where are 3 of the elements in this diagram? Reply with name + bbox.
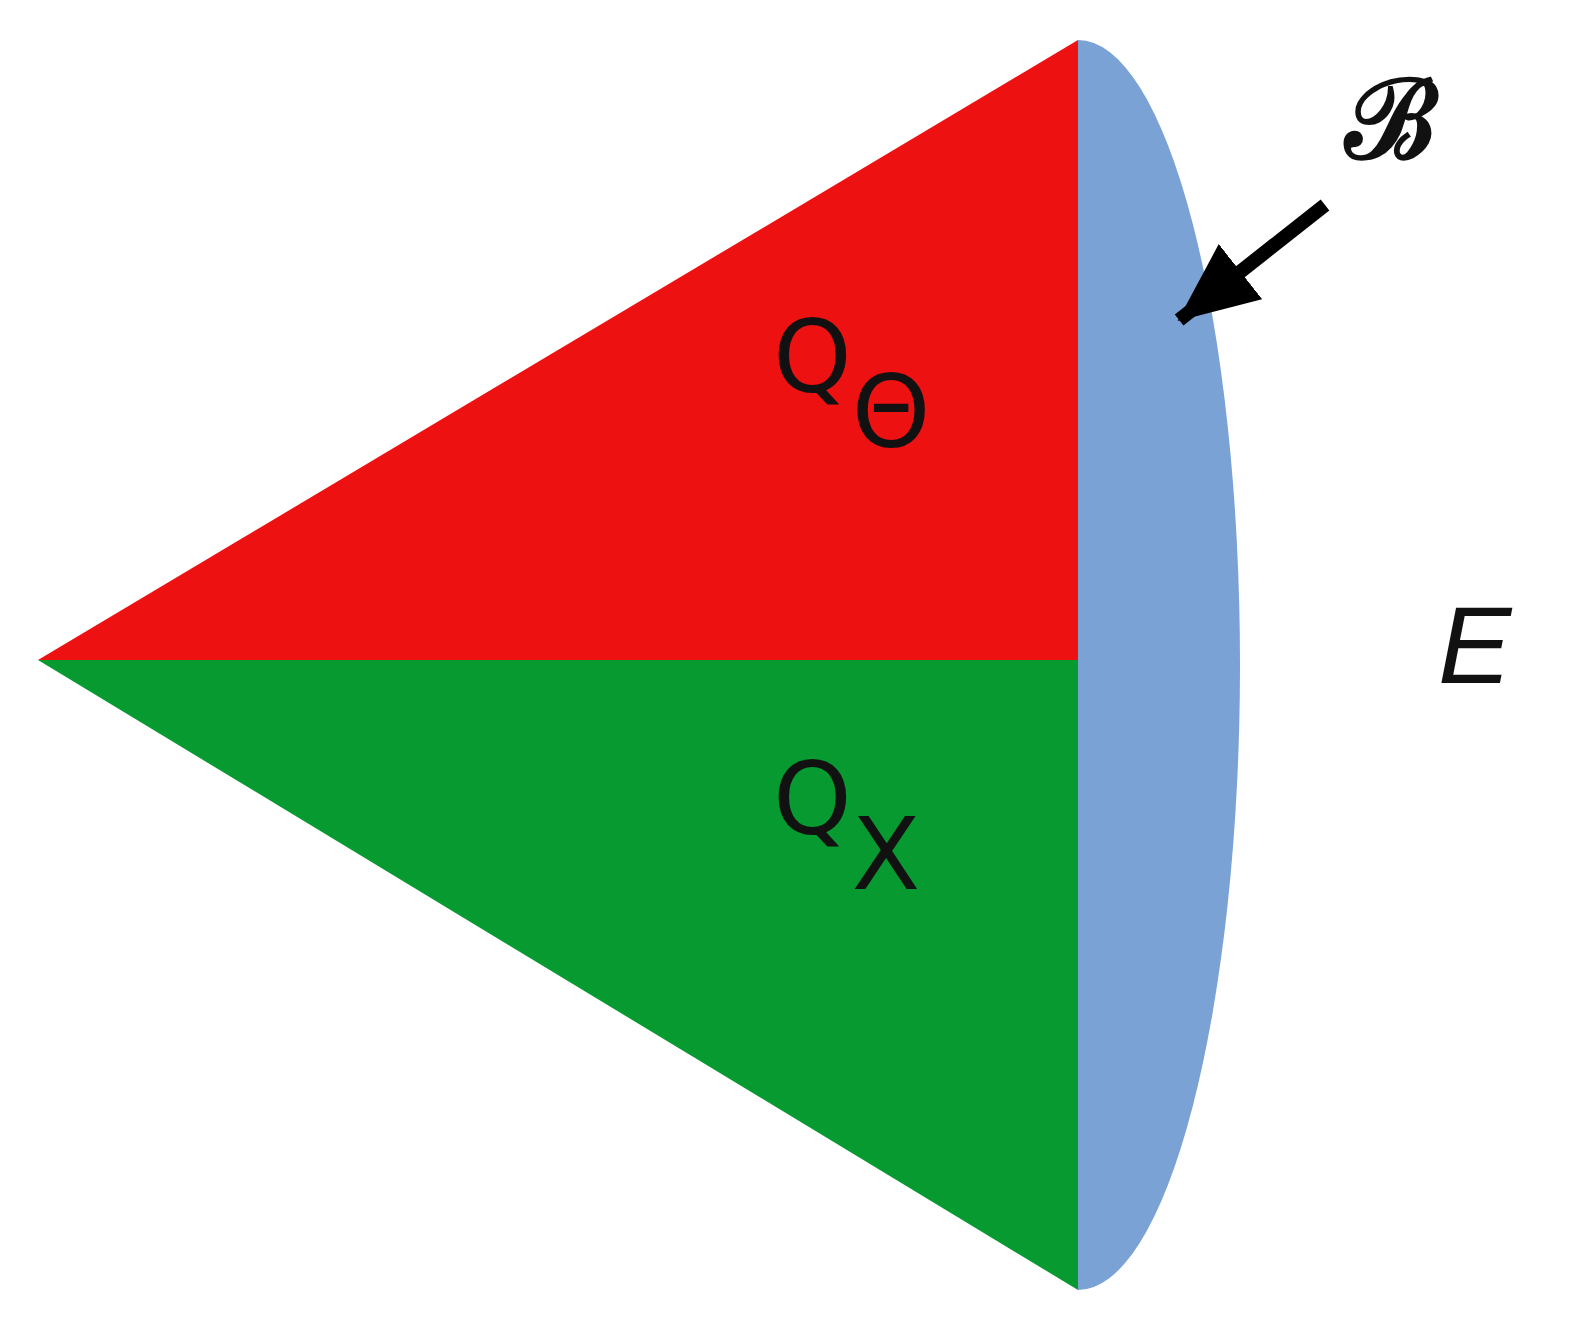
math-symbol: ℬ <box>1345 65 1437 175</box>
arrow <box>1174 199 1330 326</box>
math-symbol: E <box>1438 590 1512 700</box>
